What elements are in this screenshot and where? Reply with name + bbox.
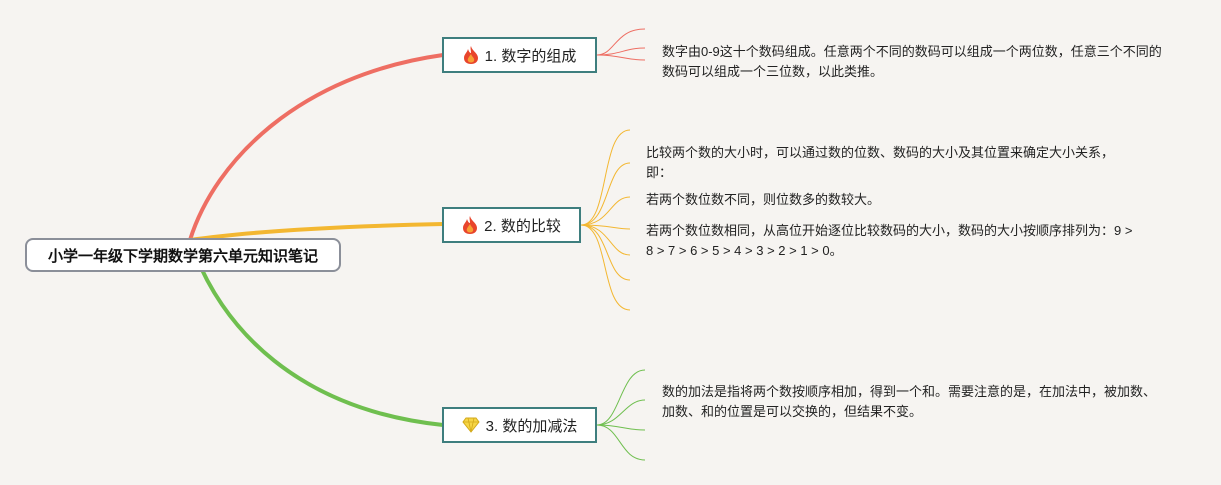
branch-label: 1. 数字的组成 bbox=[484, 47, 577, 65]
branch-label: 3. 数的加减法 bbox=[485, 417, 578, 435]
branch-3-connector bbox=[188, 239, 444, 427]
branch-1-fan bbox=[596, 28, 646, 61]
branch-1-connector bbox=[188, 53, 444, 241]
root-topic[interactable]: 小学一年级下学期数学第六单元知识笔记 bbox=[25, 238, 341, 272]
branch-topic-addition-subtraction[interactable]: 3. 数的加减法 bbox=[442, 407, 597, 443]
branch-label: 2. 数的比较 bbox=[484, 217, 561, 235]
branch-2-connector bbox=[189, 222, 444, 242]
note-number-composition: 数字由0-9这十个数码组成。任意两个不同的数码可以组成一个两位数，任意三个不同的… bbox=[662, 44, 1162, 79]
fire-icon bbox=[463, 45, 479, 65]
root-title: 小学一年级下学期数学第六单元知识笔记 bbox=[47, 247, 318, 265]
branch-topic-number-comparison[interactable]: 2. 数的比较 bbox=[442, 207, 581, 243]
note-addition: 数的加法是指将两个数按顺序相加，得到一个和。需要注意的是，在加法中，被加数、加数… bbox=[662, 384, 1157, 419]
diamond-icon bbox=[462, 417, 480, 433]
fire-icon bbox=[462, 215, 478, 235]
branch-3-fan bbox=[596, 369, 646, 461]
note-comparison-intro: 比较两个数的大小时，可以通过数的位数、数码的大小及其位置来确定大小关系，即： bbox=[646, 145, 1115, 180]
note-comparison-rule-2: 若两个数位数相同，从高位开始逐位比较数码的大小，数码的大小按顺序排列为：9 > … bbox=[646, 223, 1133, 258]
branch-topic-number-composition[interactable]: 1. 数字的组成 bbox=[442, 37, 597, 73]
note-comparison-rule-1: 若两个数位数不同，则位数多的数较大。 bbox=[646, 192, 881, 207]
branch-2-fan bbox=[580, 129, 631, 311]
